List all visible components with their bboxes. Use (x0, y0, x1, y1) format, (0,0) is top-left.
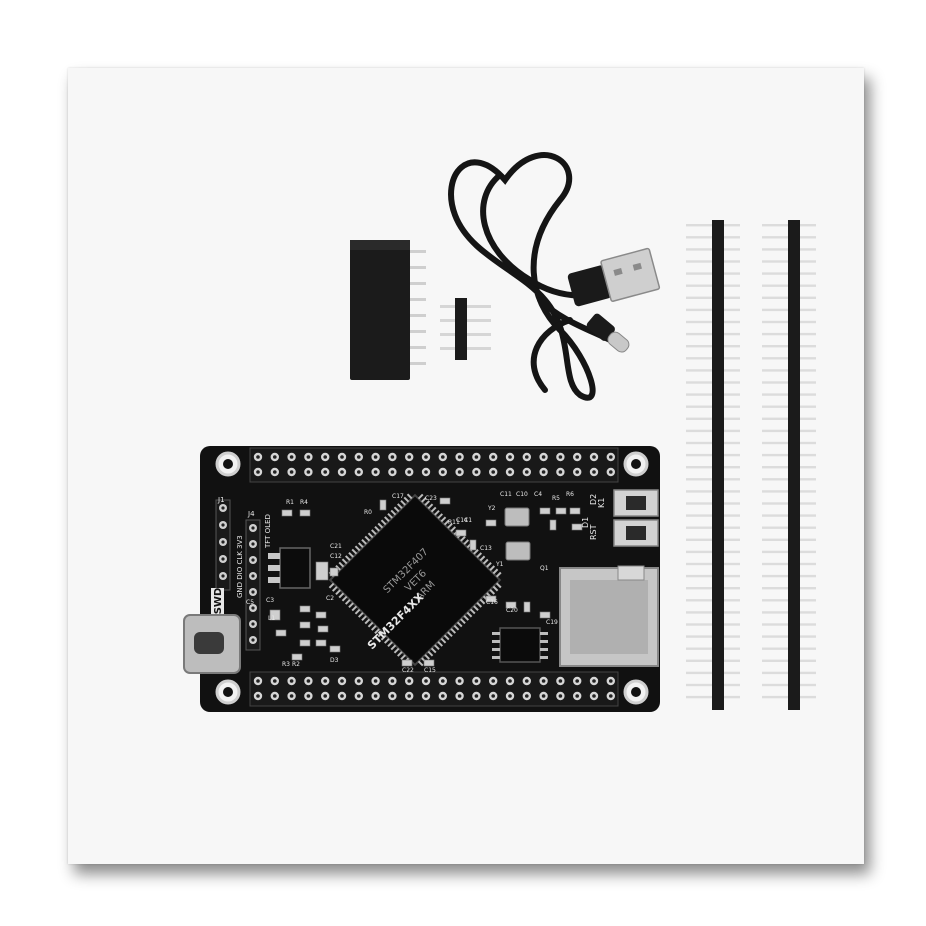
ref-y2: Y2 (487, 505, 496, 512)
stm32-dev-board: STM32F407 VET6 ARM STM32F4XX (183, 446, 660, 712)
tft-oled-label: TFT OLED (264, 514, 272, 549)
male-pin-header-strip-1 (686, 220, 740, 710)
ref-c11: C11 (500, 491, 512, 498)
ref-c2: C2 (326, 595, 334, 602)
ref-c10: C10 (516, 491, 528, 498)
ref-r3: R3 (282, 661, 290, 668)
ref-c19: C19 (546, 619, 558, 626)
ref-c3: C3 (266, 597, 274, 604)
ref-r4: R4 (300, 499, 308, 506)
ref-c4: C4 (534, 491, 542, 498)
rst-label: RST (589, 524, 598, 540)
stm32-mcu-chip: STM32F407 VET6 ARM (328, 493, 502, 667)
smd-components (269, 497, 583, 667)
usb-a-to-usb-c-cable (448, 152, 623, 401)
ref-y1: Y1 (495, 561, 504, 568)
d2-label: D2 (589, 494, 598, 505)
ref-q1: Q1 (540, 565, 549, 572)
ref-c23: C23 (425, 495, 437, 502)
voltage-regulator (268, 547, 311, 589)
male-pin-header-strip-2 (762, 220, 816, 710)
swd-header (215, 499, 231, 591)
ref-c17: C17 (392, 493, 404, 500)
tft-oled-header (245, 519, 261, 651)
usb-a-plug (567, 247, 661, 307)
usb-c-plug (586, 313, 630, 353)
reset-button (613, 519, 659, 547)
ref-c16: C16 (486, 599, 498, 606)
board-usb-c-port (183, 614, 241, 674)
ref-c21: C21 (330, 543, 342, 550)
j1-label: J1 (217, 496, 225, 504)
crystal-y1 (505, 541, 531, 561)
crystal-y2 (504, 507, 530, 527)
ref-r1: R1 (286, 499, 294, 506)
ref-r0: R0 (364, 509, 372, 516)
spi-flash-chip (492, 627, 548, 663)
ref-d3: D3 (330, 657, 339, 664)
ref-r2: R2 (292, 661, 300, 668)
ref-c20: C20 (506, 607, 518, 614)
male-header-4pin (440, 298, 491, 360)
ref-c13: C13 (480, 545, 492, 552)
female-header-8pin (350, 240, 426, 380)
ref-r5: R5 (552, 495, 560, 502)
j4-label: J4 (247, 510, 255, 518)
ref-l1: L1 (268, 615, 275, 622)
bottom-pin-header-row (249, 671, 619, 707)
sd-card-slot (559, 565, 659, 667)
ref-c22: C22 (402, 667, 414, 674)
top-pin-header-row (249, 447, 619, 483)
swd-pin-labels: GND DIO CLK 3V3 (236, 535, 244, 598)
ref-c12: C12 (330, 553, 342, 560)
d1-label: D1 (581, 517, 590, 528)
ref-c14: C14 (456, 517, 468, 524)
k1-button (613, 489, 659, 517)
ref-r11: R11 (448, 519, 460, 526)
ref-c5: C5 (246, 599, 254, 606)
ref-c15: C15 (424, 667, 436, 674)
ref-r6: R6 (566, 491, 574, 498)
swd-label: SWD (213, 588, 224, 615)
ref-c1: C1 (464, 517, 472, 524)
k1-label: K1 (597, 498, 606, 508)
